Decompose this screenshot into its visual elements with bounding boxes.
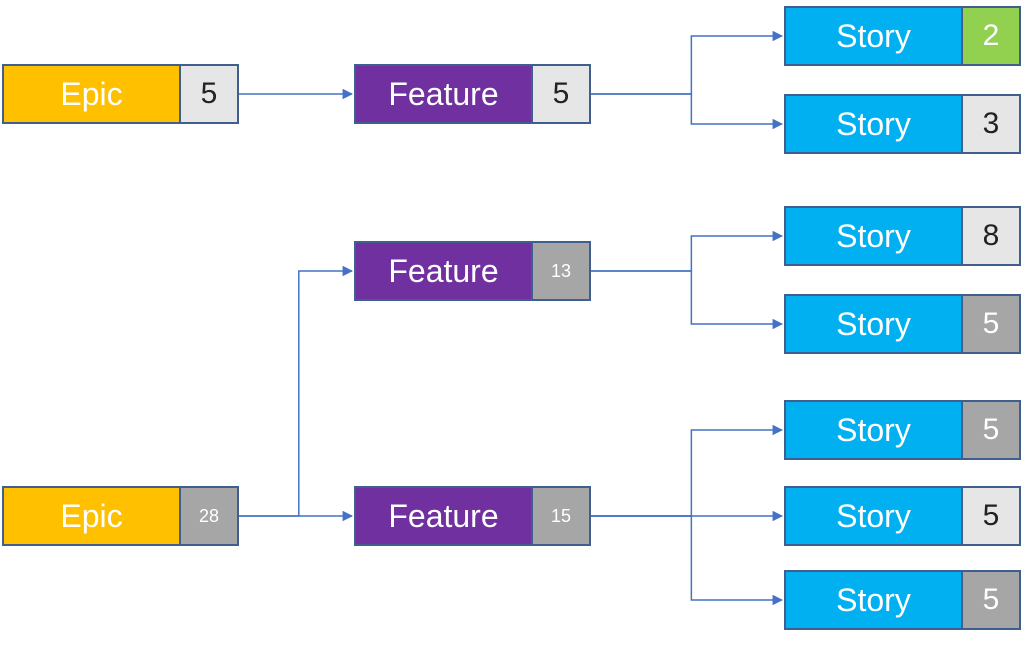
- connector-arrow: [591, 30, 784, 95]
- story-node: Story 5: [784, 400, 1021, 460]
- feature-node: Feature 13: [354, 241, 591, 301]
- story-node: Story 2: [784, 6, 1021, 66]
- story-label: Story: [786, 96, 961, 152]
- story-count: 5: [960, 402, 1019, 458]
- story-node: Story 5: [784, 486, 1021, 546]
- story-label: Story: [786, 296, 961, 352]
- connector-arrow: [591, 515, 784, 606]
- feature-count: 5: [530, 66, 589, 122]
- feature-label: Feature: [356, 243, 531, 299]
- story-label: Story: [786, 208, 961, 264]
- epic-label: Epic: [4, 488, 179, 544]
- feature-count: 15: [530, 488, 589, 544]
- story-count: 8: [960, 208, 1019, 264]
- epic-node: Epic 5: [2, 64, 239, 124]
- feature-label: Feature: [356, 488, 531, 544]
- connector-arrow: [239, 265, 354, 517]
- epic-count: 28: [178, 488, 237, 544]
- story-count: 5: [960, 488, 1019, 544]
- feature-node: Feature 5: [354, 64, 591, 124]
- epic-node: Epic 28: [2, 486, 239, 546]
- connector-arrow: [591, 424, 784, 517]
- story-count: 2: [960, 8, 1019, 64]
- story-node: Story 5: [784, 570, 1021, 630]
- story-node: Story 3: [784, 94, 1021, 154]
- story-count: 5: [960, 572, 1019, 628]
- epic-label: Epic: [4, 66, 179, 122]
- connector-arrow: [591, 230, 784, 272]
- story-node: Story 8: [784, 206, 1021, 266]
- story-count: 5: [960, 296, 1019, 352]
- story-label: Story: [786, 488, 961, 544]
- feature-label: Feature: [356, 66, 531, 122]
- story-label: Story: [786, 402, 961, 458]
- story-count: 3: [960, 96, 1019, 152]
- connector-arrow: [591, 93, 784, 130]
- feature-node: Feature 15: [354, 486, 591, 546]
- connector-arrow: [591, 270, 784, 330]
- story-label: Story: [786, 8, 961, 64]
- feature-count: 13: [530, 243, 589, 299]
- story-node: Story 5: [784, 294, 1021, 354]
- epic-count: 5: [178, 66, 237, 122]
- story-label: Story: [786, 572, 961, 628]
